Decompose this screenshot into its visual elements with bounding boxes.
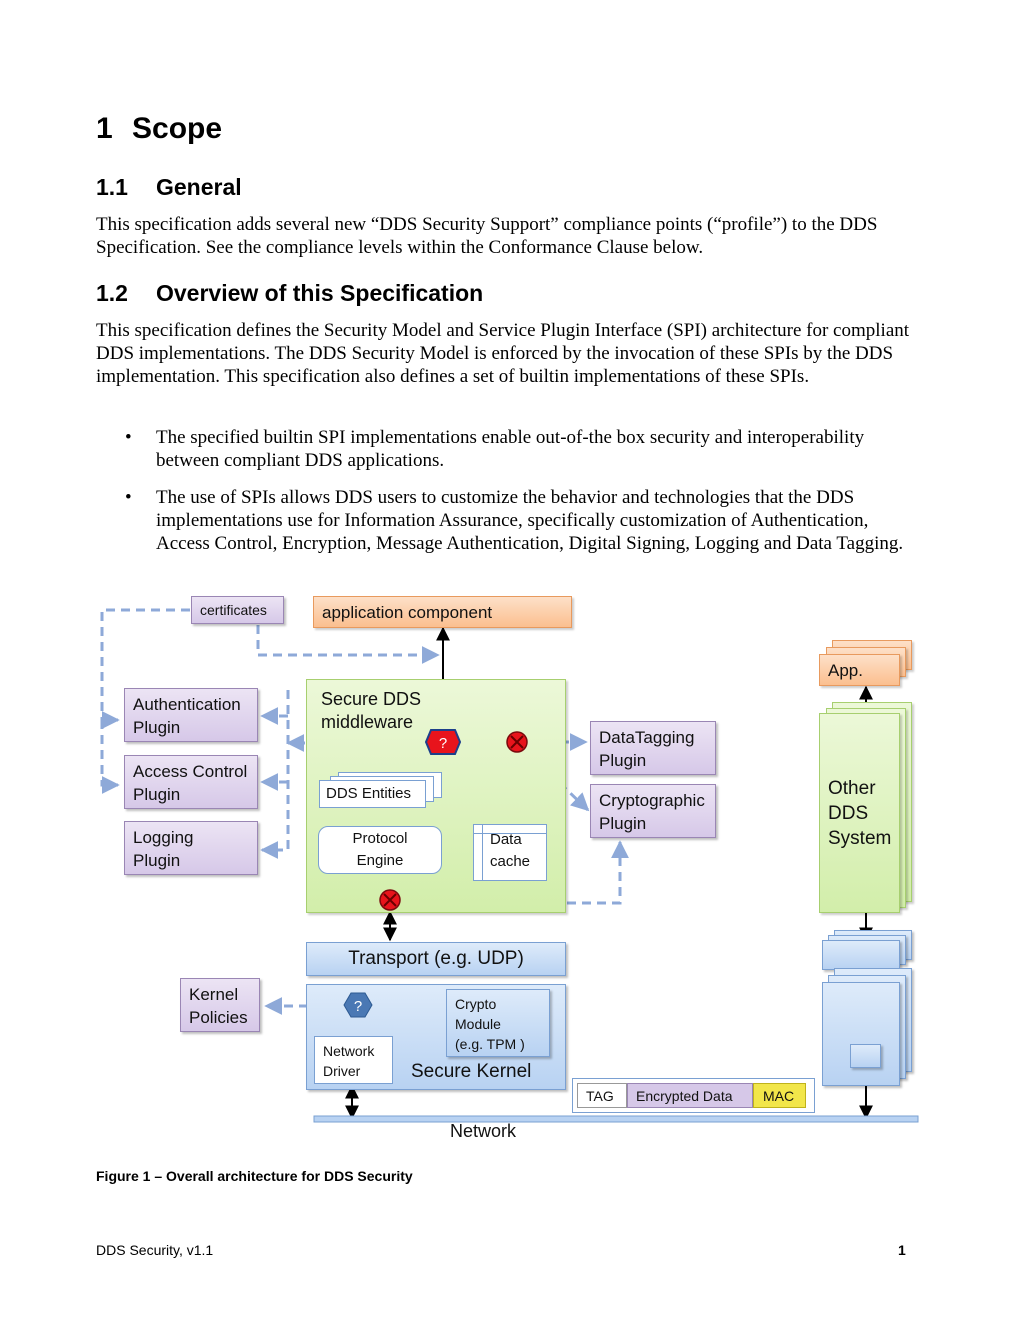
decision-label: ? [439,735,447,752]
box-label-line: middleware [321,712,414,732]
section-title: Overview of this Specification [156,280,484,306]
overview-paragraph: This specification defines the Security … [96,320,910,387]
access-control-plugin-box: Access Control Plugin [124,755,258,809]
decision-label: ? [354,998,362,1015]
box-label-line: Policies [189,1008,248,1027]
box-label-line: Engine [356,852,404,869]
message-format-box: TAG Encrypted Data MAC [572,1078,815,1113]
app-box: App. [819,654,900,686]
protocol-engine-box: Protocol Engine [318,826,442,874]
intercept-node-icon [506,731,528,753]
chapter-title: Scope [132,112,223,145]
box-label-line: Driver [323,1063,361,1079]
figure-caption: Figure 1 – Overall architecture for DDS … [96,1168,413,1184]
logging-plugin-box: Logging Plugin [124,821,258,875]
remote-driver-box [850,1044,881,1068]
section-heading-overview: 1.2 Overview of this Specification [96,280,483,307]
dds-entities-box: DDS Entities [319,780,426,808]
network-label: Network [450,1121,517,1141]
box-label-line: Other [828,778,876,799]
box-label-line: Data [490,831,522,848]
secure-kernel-label: Secure Kernel [411,1061,532,1082]
tag-field: TAG [577,1083,627,1108]
box-label-line: Cryptographic [599,791,705,810]
divider [482,825,483,880]
box-label-line: Kernel [189,985,239,1004]
mac-field: MAC [753,1083,806,1108]
section-heading-general: 1.1 General [96,174,242,201]
data-cache-box: Data cache [473,824,547,881]
section-number: 1.1 [96,174,128,200]
box-label-line: DataTagging [599,728,695,747]
box-label-line: Authentication [133,695,241,714]
box-label-line: Network [323,1043,375,1059]
box-label-line: (e.g. TPM ) [455,1036,525,1052]
bullet-icon: • [125,427,132,448]
list-item: • The specified builtin SPI implementati… [125,426,925,472]
box-label-line: Protocol [352,830,408,847]
kernel-decision-icon: ? [343,992,373,1018]
list-item-text: The specified builtin SPI implementation… [156,427,865,471]
other-dds-system-box: Other DDS System [819,713,900,913]
access-decision-icon: ? [425,729,461,755]
box-label-line: Plugin [599,814,647,833]
chapter-heading: 1 Scope [96,112,222,146]
certificates-box: certificates [191,596,284,624]
bullet-icon: • [125,487,132,508]
network-bus [313,1115,919,1123]
box-label-line: Crypto [455,996,497,1012]
cryptographic-plugin-box: Cryptographic Plugin [590,784,716,838]
box-label-line: Access Control [133,762,248,781]
authentication-plugin-box: Authentication Plugin [124,688,258,742]
network-driver-box: Network Driver [314,1036,393,1084]
footer-page-number: 1 [898,1242,906,1258]
box-label-line: System [828,828,892,849]
box-label-line: Module [455,1016,501,1032]
remote-kernel-box [822,982,900,1086]
list-item-text: The use of SPIs allows DDS users to cust… [156,487,904,554]
datatagging-plugin-box: DataTagging Plugin [590,721,716,775]
crypto-module-box: Crypto Module (e.g. TPM ) [446,989,550,1057]
encrypted-data-field: Encrypted Data [627,1083,753,1108]
box-label-line: cache [490,853,531,870]
middleware-label: Secure DDS middleware [307,680,565,742]
footer-document-title: DDS Security, v1.1 [96,1242,214,1258]
intercept-node-icon [379,889,401,911]
section-title: General [156,174,242,200]
box-label-line: Plugin [133,851,181,870]
remote-transport-box [822,940,900,970]
kernel-policies-box: Kernel Policies [180,978,260,1032]
list-item: • The use of SPIs allows DDS users to cu… [125,486,925,578]
box-label-line: Plugin [133,718,181,737]
box-label-line: Plugin [599,751,647,770]
box-label-line: DDS [828,803,869,824]
general-paragraph: This specification adds several new “DDS… [96,214,878,258]
application-component-box: application component [313,596,572,628]
box-label-line: Logging [133,828,194,847]
box-label-line: Plugin [133,785,181,804]
box-label-line: Secure DDS [321,689,422,709]
divider [474,833,546,834]
chapter-number: 1 [96,112,113,145]
transport-box: Transport (e.g. UDP) [306,942,566,976]
section-number: 1.2 [96,280,128,306]
